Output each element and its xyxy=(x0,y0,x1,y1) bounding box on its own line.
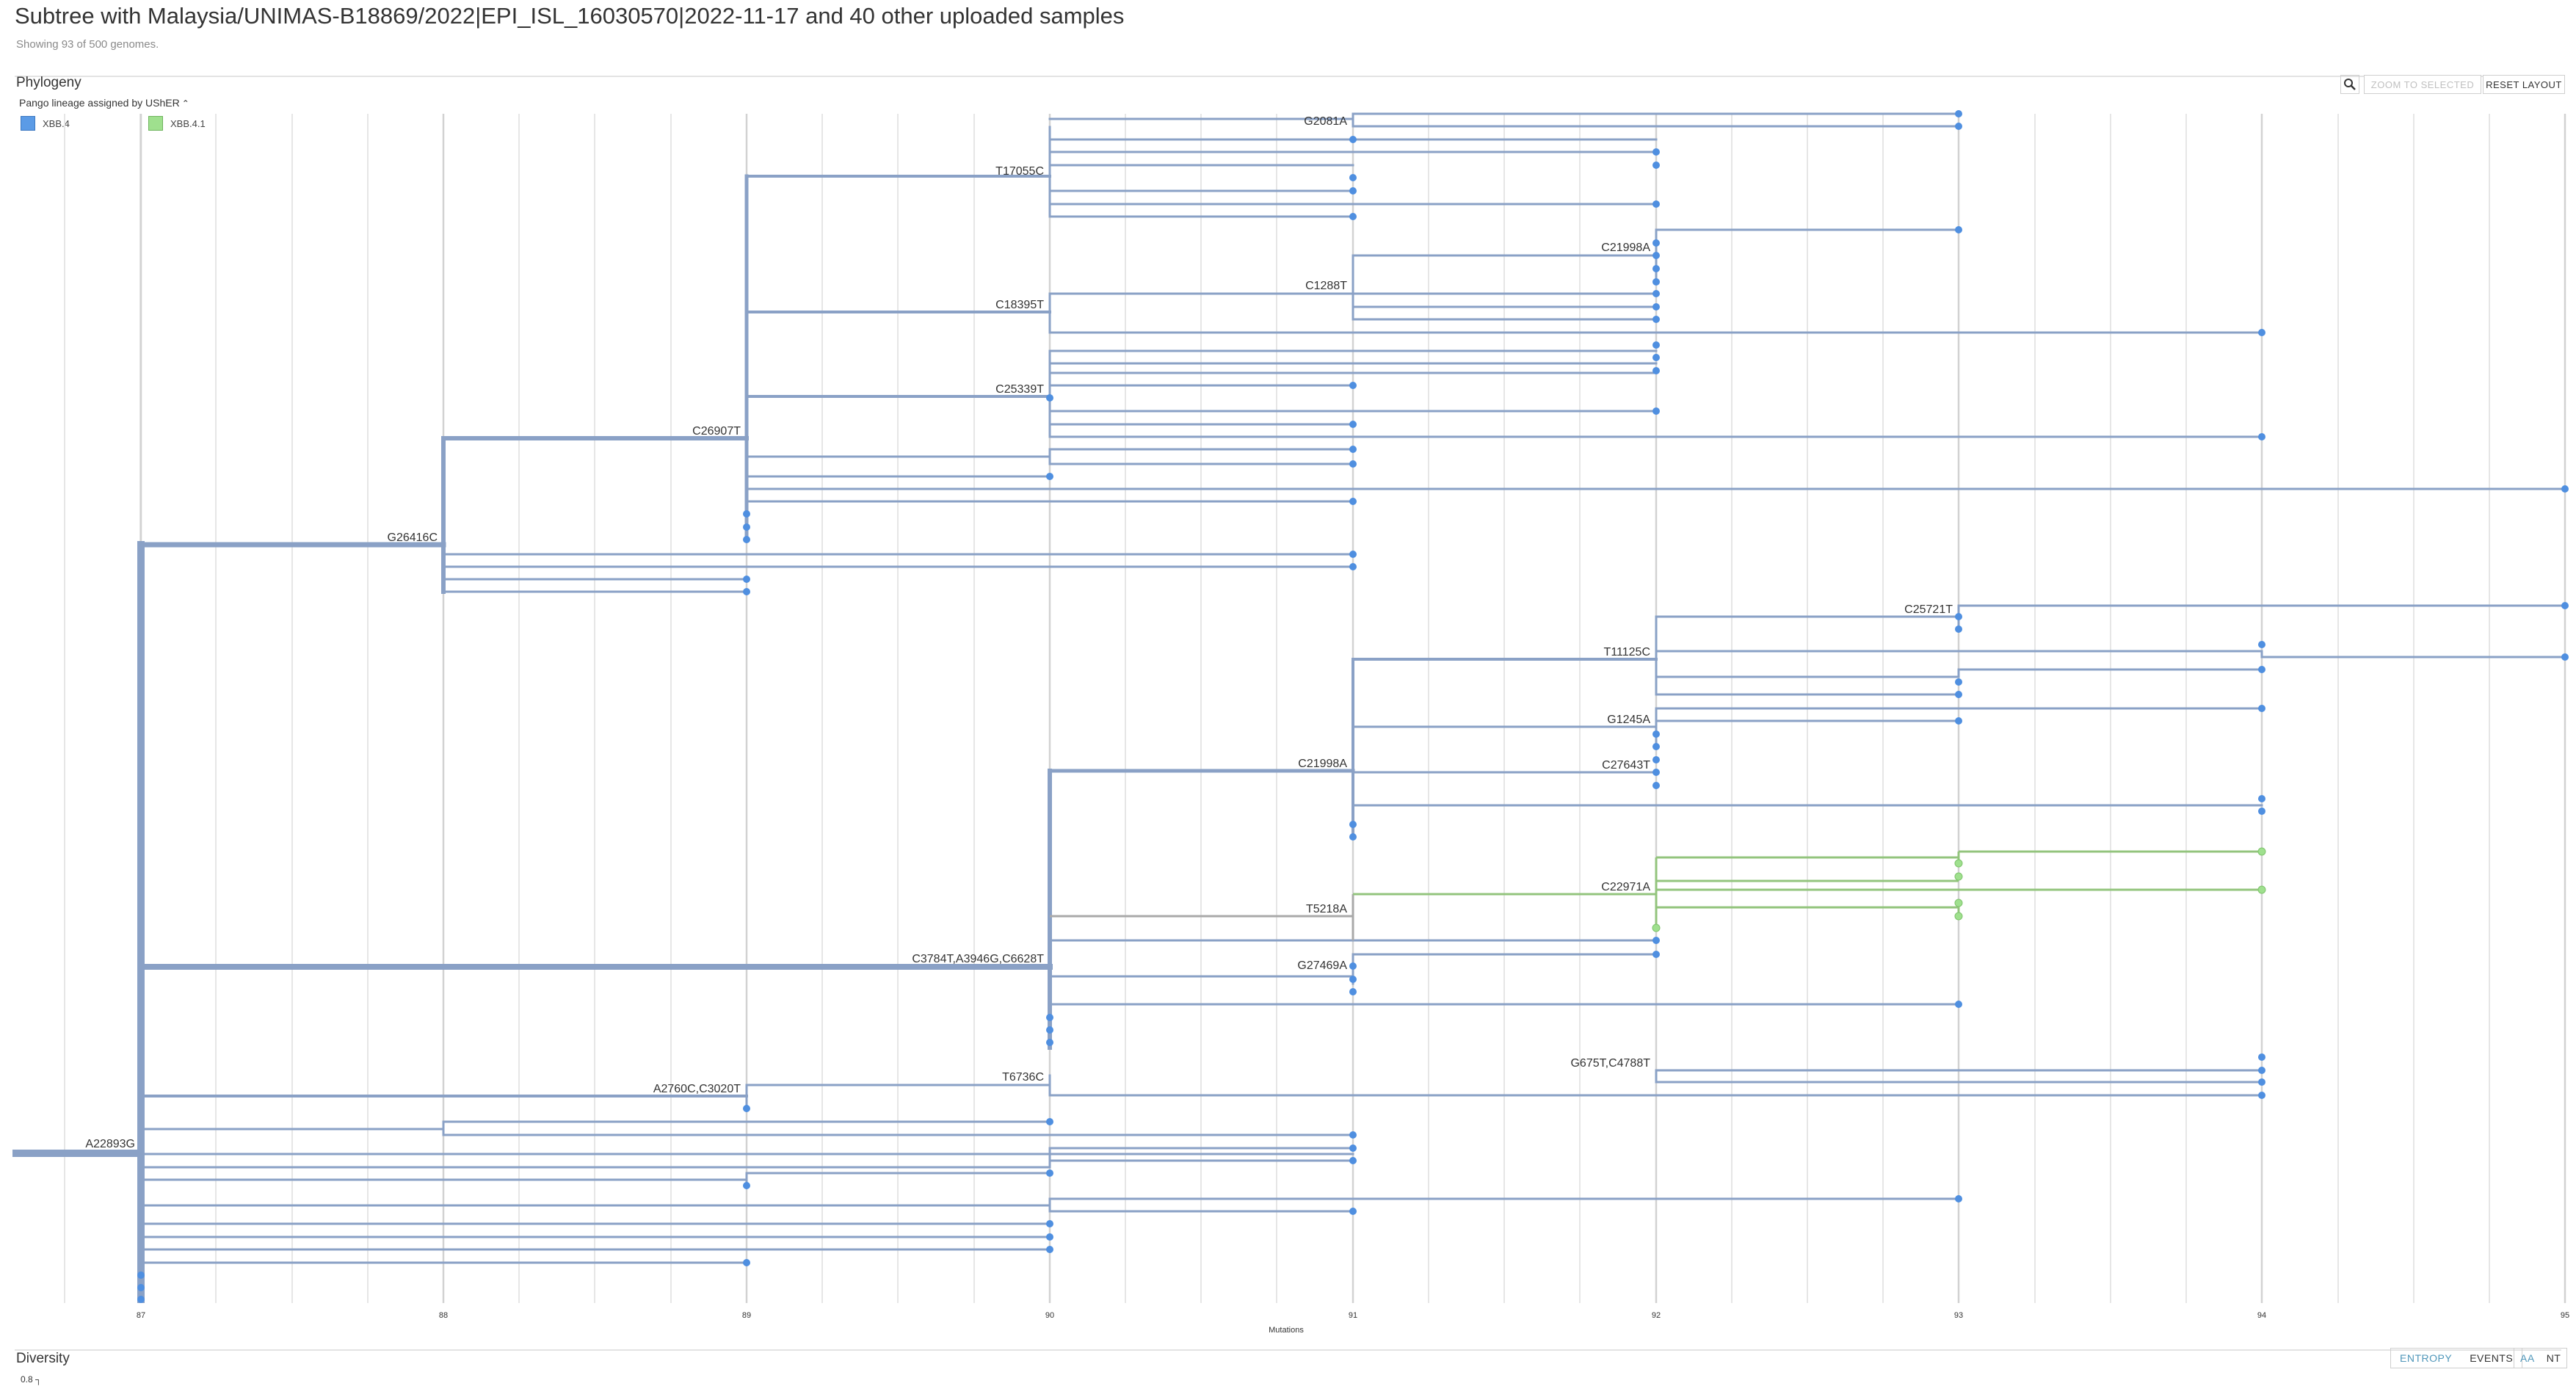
legend-item-xbb41[interactable]: XBB.4.1 xyxy=(148,116,206,131)
branch-label-g675t: G675T,C4788T xyxy=(1570,1057,1650,1070)
branch-label-a22893g: A22893G xyxy=(85,1138,135,1150)
reset-layout-button[interactable]: RESET LAYOUT xyxy=(2483,75,2565,94)
axis-title: Mutations xyxy=(1269,1326,1304,1335)
axis-tick-91: 91 xyxy=(1349,1311,1357,1320)
branch-label-g27469a: G27469A xyxy=(1297,959,1347,972)
branch-label-g2081a: G2081A xyxy=(1304,115,1347,128)
branch-label-a2760c: A2760C,C3020T xyxy=(653,1083,741,1095)
diversity-y-tick-label: 0.8 xyxy=(21,1374,33,1385)
branch-label-c22971a: C22971A xyxy=(1601,881,1650,893)
tip-markers-xbb41[interactable] xyxy=(1652,847,2266,932)
magnifier-icon xyxy=(2344,79,2356,90)
phylogeny-title: Phylogeny xyxy=(16,75,81,90)
branch-label-c18395t: C18395T xyxy=(995,299,1044,311)
legend-title-row[interactable]: Pango lineage assigned by UShER⌃ xyxy=(19,97,189,109)
axis-tick-88: 88 xyxy=(439,1311,448,1320)
aa-nt-toggle[interactable]: AA NT xyxy=(2514,1348,2568,1368)
entropy-events-toggle[interactable]: ENTROPY EVENTS xyxy=(2390,1348,2523,1368)
zoom-icon-button[interactable] xyxy=(2340,75,2359,94)
branch-label-c25339t: C25339T xyxy=(995,383,1044,396)
tree-branches xyxy=(12,112,2566,1303)
page-subtitle: Showing 93 of 500 genomes. xyxy=(16,38,159,51)
nt-toggle[interactable]: NT xyxy=(2546,1352,2561,1364)
header-divider xyxy=(15,76,2561,77)
diversity-y-tick: 0.8 ┐ xyxy=(21,1374,42,1385)
axis-tick-89: 89 xyxy=(742,1311,751,1320)
branch-label-c27643t: C27643T xyxy=(1602,759,1650,772)
legend-swatch-xbb41 xyxy=(148,116,163,131)
zoom-to-selected-button[interactable]: ZOOM TO SELECTED xyxy=(2364,75,2481,94)
branch-labels: G2081A T17055C C21998A C1288T C18395T C2… xyxy=(85,115,1953,1150)
branch-label-g1245a: G1245A xyxy=(1607,714,1650,726)
legend-item-xbb4[interactable]: XBB.4 xyxy=(21,116,70,131)
diversity-divider xyxy=(15,1349,2561,1351)
x-axis: 87 88 89 90 91 92 93 94 95 Mutations xyxy=(137,1311,2569,1335)
axis-tick-87: 87 xyxy=(137,1311,145,1320)
legend-label-xbb4: XBB.4 xyxy=(43,117,70,129)
page-title: Subtree with Malaysia/UNIMAS-B18869/2022… xyxy=(15,3,1125,29)
branch-label-t5218a: T5218A xyxy=(1306,903,1347,915)
branch-label-c25721t: C25721T xyxy=(1904,603,1953,616)
entropy-toggle[interactable]: ENTROPY xyxy=(2400,1352,2453,1364)
branch-label-g26416c: G26416C xyxy=(388,531,438,544)
tip-markers-xbb4[interactable] xyxy=(137,110,2569,1303)
legend-label-xbb41: XBB.4.1 xyxy=(170,117,206,129)
axis-tick-92: 92 xyxy=(1652,1311,1661,1320)
axis-tick-90: 90 xyxy=(1045,1311,1054,1320)
axis-tick-94: 94 xyxy=(2257,1311,2266,1320)
legend-title: Pango lineage assigned by UShER xyxy=(19,97,180,109)
branch-label-c1288t: C1288T xyxy=(1305,280,1347,292)
axis-tick-95: 95 xyxy=(2561,1311,2569,1320)
branch-label-t17055c: T17055C xyxy=(995,165,1044,178)
legend-swatch-xbb4 xyxy=(21,116,35,131)
axis-tick-93: 93 xyxy=(1954,1311,1963,1320)
events-toggle[interactable]: EVENTS xyxy=(2470,1352,2514,1364)
chevron-up-icon[interactable]: ⌃ xyxy=(181,98,189,109)
diversity-title: Diversity xyxy=(16,1351,70,1366)
branch-label-c21998a-1: C21998A xyxy=(1601,242,1650,254)
branch-label-t6736c: T6736C xyxy=(1002,1071,1044,1084)
branch-label-c21998a-2: C21998A xyxy=(1298,758,1347,770)
aa-toggle[interactable]: AA xyxy=(2520,1352,2535,1364)
grey-branch xyxy=(1050,894,1354,940)
branch-label-c26907t: C26907T xyxy=(692,425,741,438)
branch-label-t11125c: T11125C xyxy=(1604,646,1650,658)
branch-label-c3784t: C3784T,A3946G,C6628T xyxy=(912,953,1044,965)
xbb41-branches xyxy=(1353,850,2262,928)
